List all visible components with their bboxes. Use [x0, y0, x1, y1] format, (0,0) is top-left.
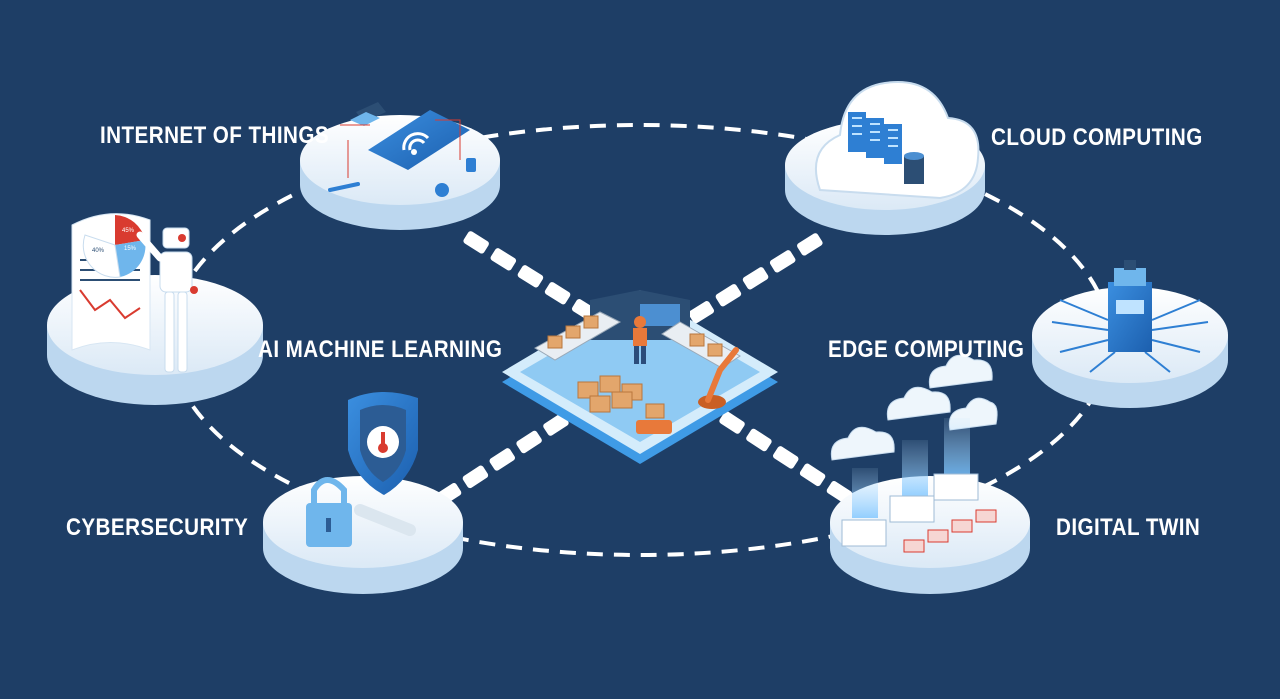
watch-icon: [466, 158, 476, 172]
robot-arm-icon: [698, 347, 739, 409]
connector-dashes: [435, 231, 853, 506]
cloud-platform: [785, 80, 985, 235]
label-ai: AI MACHINE LEARNING: [258, 336, 503, 363]
boxes-icon: [547, 315, 723, 419]
ai-platform: 40% 45% 15%: [47, 213, 263, 405]
ai-pie-chart: 40% 45% 15%: [82, 215, 146, 278]
factory-platform: [502, 290, 778, 464]
label-edge: EDGE COMPUTING: [828, 336, 1025, 363]
shield-icon: [348, 391, 418, 495]
twin-blocks: [903, 509, 997, 553]
label-iot: INTERNET OF THINGS: [100, 122, 330, 149]
ai-pie-label-b: 45%: [122, 228, 135, 234]
robot-icon: [136, 227, 198, 373]
laptop-icon: [350, 102, 386, 126]
iot-platform: [300, 102, 500, 230]
monitor-icon: [640, 304, 680, 326]
edge-platform: [1032, 260, 1228, 408]
circuit-lines: [1051, 299, 1209, 373]
gear-icon: [435, 183, 449, 197]
worker-icon: [633, 316, 647, 364]
label-cloud: CLOUD COMPUTING: [991, 124, 1203, 151]
label-twin: DIGITAL TWIN: [1056, 514, 1201, 541]
cloud-icon: [830, 354, 998, 461]
database-icon: [904, 152, 924, 184]
ai-pie-label-c: 15%: [124, 246, 137, 252]
forklift-icon: [636, 420, 672, 434]
ai-pie-label-a: 40%: [92, 248, 105, 254]
factory-icon: [841, 473, 979, 547]
chip-icon: [1108, 260, 1152, 352]
thermometer-icon: [328, 182, 360, 192]
twin-platform: [830, 354, 1030, 594]
cyber-platform: [263, 391, 463, 594]
padlock-icon: [306, 477, 352, 547]
server-rack-icon: [848, 112, 902, 164]
data-beams: [852, 418, 970, 518]
label-cyber: CYBERSECURITY: [66, 514, 249, 541]
